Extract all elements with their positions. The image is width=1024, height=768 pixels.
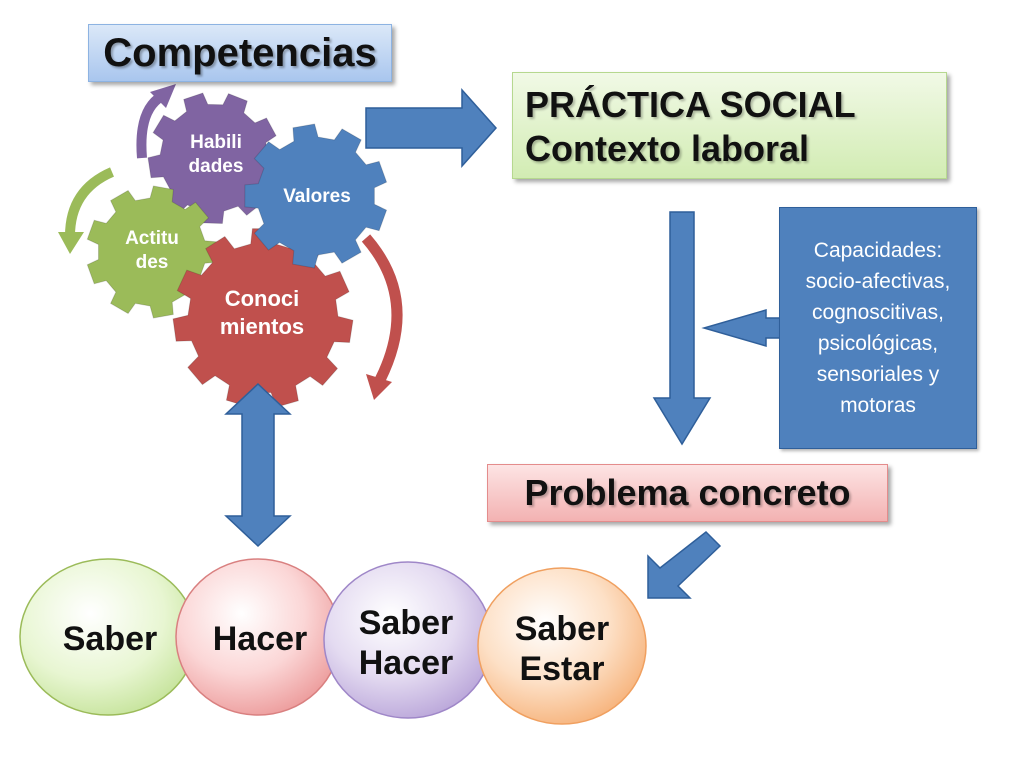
arrow-diagonal-to-saber-estar [647, 531, 722, 599]
capacidades-line: psicológicas, [817, 332, 939, 355]
arrow-right-to-practica [365, 88, 498, 168]
capacidades-line: socio-afectivas, [805, 270, 951, 293]
gear-conocimientos-label-2: mientos [220, 314, 304, 339]
circle-saber-estar-label-2: Estar [519, 650, 604, 688]
circle-saber-label: Saber [63, 620, 158, 658]
capacidades-line: Capacidades: [813, 239, 943, 262]
double-arrow-vertical [224, 382, 292, 548]
circle-saber-estar [477, 567, 647, 725]
gear-valores [244, 123, 388, 269]
curved-arrow-red [361, 234, 403, 383]
gear-habilidades-label-2: dades [189, 156, 244, 177]
practica-social-line1: PRÁCTICA SOCIAL [525, 84, 856, 125]
capacidades-box: Capacidades: socio-afectivas, cognosciti… [779, 207, 977, 449]
competencias-title-box: Competencias [88, 24, 392, 82]
circle-saber-hacer-label-1: Saber [359, 604, 454, 642]
circle-saber-estar-label-1: Saber [515, 610, 610, 648]
practica-social-box: PRÁCTICA SOCIAL Contexto laboral [512, 72, 947, 179]
practica-social-line2: Contexto laboral [525, 128, 810, 169]
problema-concreto-label: Problema concreto [524, 472, 851, 513]
capacidades-line: sensoriales y [816, 363, 940, 386]
capacidades-line: motoras [840, 394, 916, 417]
circle-hacer-label: Hacer [213, 620, 308, 658]
curved-arrow-green [65, 167, 115, 237]
competencias-title: Competencias [103, 30, 377, 75]
curved-arrow-purple-head [150, 84, 176, 108]
gear-valores-label: Valores [283, 186, 351, 207]
gear-actitudes-label-1: Actitu [125, 228, 179, 249]
arrow-down-to-problema [652, 211, 712, 446]
circle-saber-hacer-label-2: Hacer [359, 644, 454, 682]
problema-concreto-box: Problema concreto [487, 464, 888, 522]
arrow-left-from-capacidades [701, 309, 781, 347]
gear-habilidades-label-1: Habili [190, 132, 242, 153]
curved-arrow-green-head [58, 232, 84, 254]
gear-valores-shape [244, 123, 388, 269]
curved-arrow-red-head [366, 374, 392, 400]
gear-conocimientos-label-1: Conoci [225, 286, 300, 311]
gear-actitudes-label-2: des [136, 252, 169, 273]
capacidades-line: cognoscitivas, [812, 301, 944, 324]
